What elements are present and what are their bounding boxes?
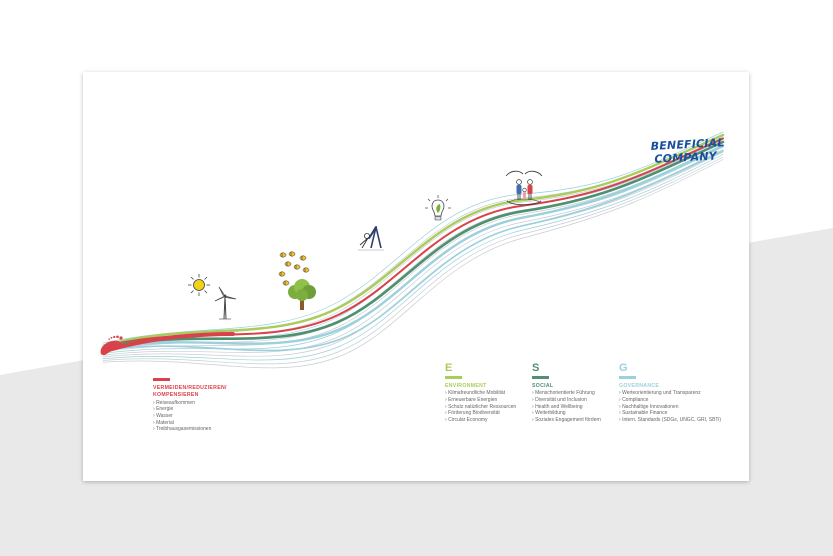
column-vermeiden: VERMEIDEN/REDUZIEREN/ KOMPENSIEREN Reise… — [153, 378, 227, 433]
wave-line-thin — [102, 156, 724, 365]
column-color-bar — [153, 378, 170, 381]
list-item: Diversität und Inclusion — [532, 397, 601, 404]
brand-title: BENEFICIAL COMPANY — [650, 136, 725, 166]
sun-icon — [188, 274, 210, 296]
wave-line-thin — [102, 141, 724, 351]
list-item: Wasser — [153, 413, 227, 420]
column-letter: G — [619, 362, 628, 374]
footprint-icon — [100, 335, 123, 356]
list-item: Intern. Standards (SDGs, UNGC, GRI, SBTi… — [619, 417, 721, 424]
wave-line-thin — [102, 144, 724, 353]
column-letter: S — [532, 362, 540, 374]
list-item: Menschorientierte Führung — [532, 390, 601, 397]
column-title: SOCIAL — [532, 383, 554, 389]
lightbulb-leaf-icon — [425, 195, 451, 221]
wave-line-thin — [102, 131, 724, 344]
list-item: Klimafreundliche Mobilität — [445, 390, 516, 397]
list-item: Nachhaltige Innovationen — [619, 404, 721, 411]
wave-line-thin — [102, 149, 724, 356]
yoga-person-icon — [358, 226, 384, 251]
column-color-bar — [532, 376, 549, 379]
wave-line-thin — [102, 136, 724, 347]
wave-line-governance — [116, 144, 725, 348]
list-item: Material — [153, 420, 227, 427]
wave-line-thin — [102, 154, 724, 361]
wave-line-vermeiden — [117, 137, 724, 345]
list-item: Soziales Engagement fördern — [532, 417, 601, 424]
list-item: Treibhausgasemissionen — [153, 426, 227, 433]
list-item: Circular Economy — [445, 417, 516, 424]
column-title: ENVIRONMENT — [445, 383, 487, 389]
list-item: Energie — [153, 406, 227, 413]
column-color-bar — [619, 376, 636, 379]
column-environment: E ENVIRONMENT Klimafreundliche Mobilität… — [445, 362, 516, 423]
list-item: Erneuerbare Energien — [445, 397, 516, 404]
column-title-line-2: KOMPENSIEREN — [153, 392, 199, 399]
list-item: Werteorientierung und Transparenz — [619, 390, 721, 397]
bees-icon — [278, 251, 310, 286]
list-item: Compliance — [619, 397, 721, 404]
tree-icon — [288, 279, 316, 310]
wave-ribbon — [102, 131, 725, 369]
wind-turbine-icon — [214, 286, 237, 320]
column-title: GOVERNANCE — [619, 383, 660, 389]
list-item: Sustainable Finance — [619, 410, 721, 417]
wave-line-thin — [102, 139, 724, 349]
list-item: Health and Wellbeing — [532, 404, 601, 411]
list-item: Reiseaufkommen — [153, 400, 227, 407]
list-item: Schutz natürlicher Ressourcen — [445, 404, 516, 411]
wave-line-governance-2 — [117, 150, 724, 352]
column-social: S SOCIAL Menschorientierte Führung Diver… — [532, 362, 601, 423]
list-item: Förderung Biodiversität — [445, 410, 516, 417]
wave-line-thin — [102, 159, 724, 369]
column-governance: G GOVERNANCE Werteorientierung und Trans… — [619, 362, 721, 423]
list-item: Weiterbildung — [532, 410, 601, 417]
wave-line-environment — [116, 133, 725, 344]
column-title-line-1: VERMEIDEN/REDUZIEREN/ — [153, 385, 227, 391]
column-letter: E — [445, 362, 453, 374]
wave-line-thin — [102, 134, 724, 346]
wave-line-social — [116, 140, 725, 347]
esg-slide: BENEFICIAL COMPANY — [83, 72, 749, 481]
column-color-bar — [445, 376, 462, 379]
family-hands-icon — [505, 170, 543, 206]
